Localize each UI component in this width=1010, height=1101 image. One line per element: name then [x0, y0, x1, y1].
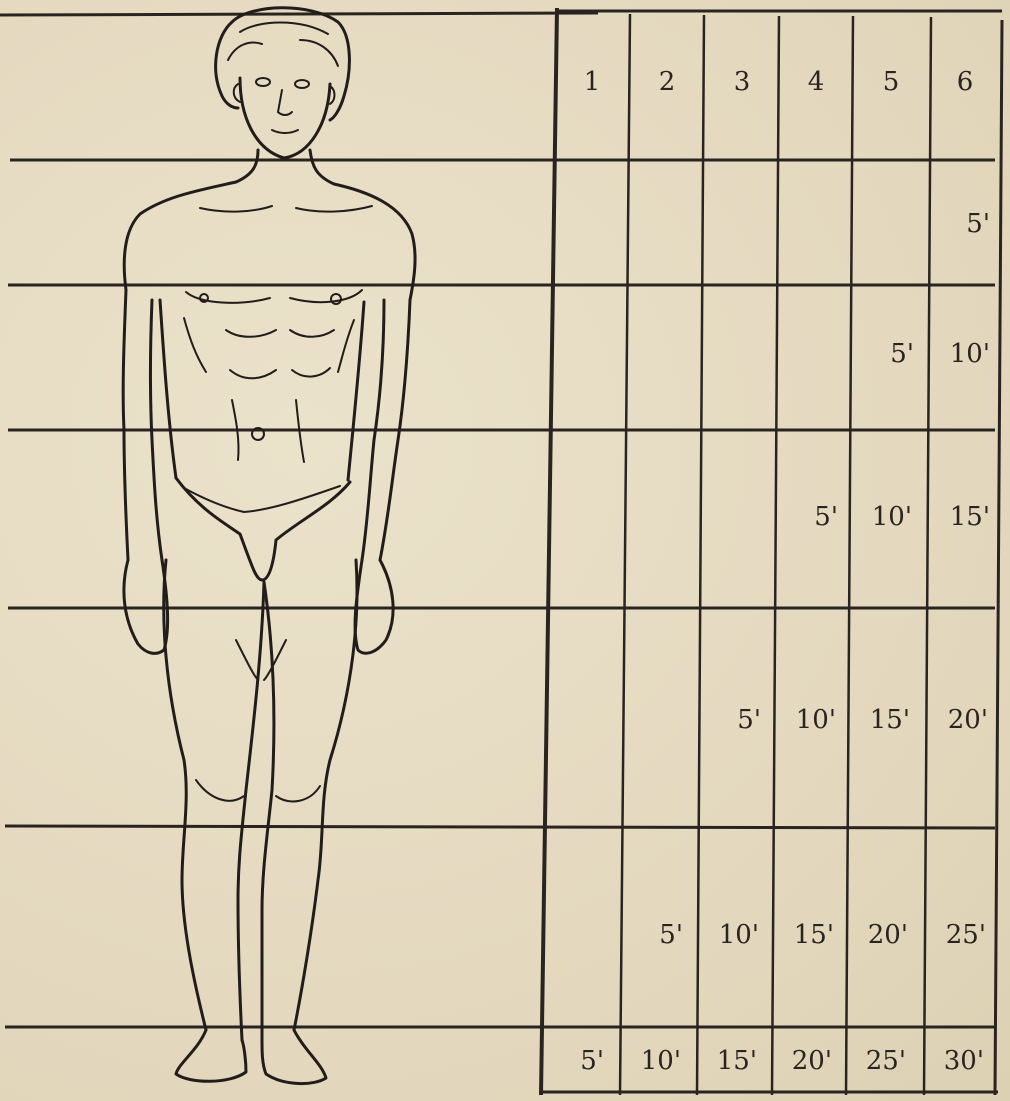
table-right-border: [995, 20, 1002, 1095]
scale-cell: 20': [948, 705, 988, 735]
column-header: 6: [957, 67, 974, 97]
scale-cell: 5': [890, 339, 914, 369]
column-separator-5: [924, 17, 931, 1095]
feet: [176, 1030, 326, 1084]
column-separator-2: [697, 15, 704, 1095]
scale-cell: 15': [717, 1046, 757, 1076]
head: [216, 8, 350, 158]
column-header: 5: [883, 67, 900, 97]
scale-cell: 15': [870, 705, 910, 735]
scale-cell: 20': [792, 1046, 832, 1076]
scale-cell: 10': [641, 1046, 681, 1076]
table-left-border: [541, 8, 557, 1095]
scale-cell: 10': [796, 705, 836, 735]
scale-cell: 20': [868, 920, 908, 950]
column-header: 1: [584, 67, 601, 97]
column-header: 3: [734, 67, 751, 97]
scale-cell: 25': [946, 920, 986, 950]
column-separator-1: [620, 14, 630, 1095]
scale-cell: 5': [659, 920, 683, 950]
scale-cell: 5': [966, 209, 990, 239]
scale-cell: 15': [950, 502, 990, 532]
scale-cell: 10': [950, 339, 990, 369]
scale-cell: 10': [872, 502, 912, 532]
column-header: 2: [659, 67, 676, 97]
scale-cell: 30': [944, 1046, 984, 1076]
briefs: [176, 478, 350, 580]
guide-line-top: [0, 13, 598, 15]
column-separator-4: [846, 16, 853, 1095]
scale-cell: 5': [580, 1046, 604, 1076]
neck: [236, 150, 258, 182]
scale-table-frame: [541, 8, 1002, 1095]
column-header: 4: [808, 67, 825, 97]
torso: [124, 182, 415, 480]
human-figure-drawing: [123, 8, 415, 1084]
scale-cell: 25': [866, 1046, 906, 1076]
column-separator-3: [772, 16, 779, 1095]
scale-cell: 5': [737, 705, 761, 735]
scale-cell: 5': [814, 502, 838, 532]
scale-cell: 15': [794, 920, 834, 950]
scale-cell: 10': [719, 920, 759, 950]
legs: [164, 560, 357, 1040]
